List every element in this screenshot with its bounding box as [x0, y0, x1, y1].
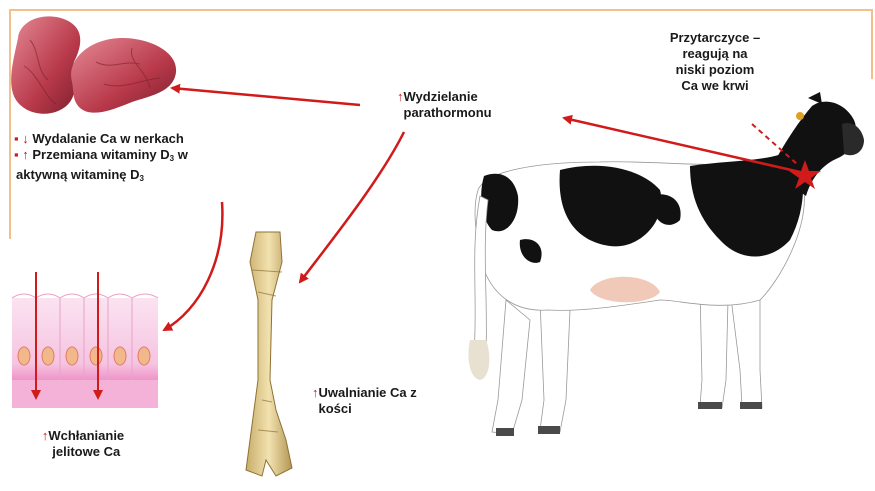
kidneys-illustration: [11, 16, 176, 113]
intestine-label: ↑Wchłanianie jelitowe Ca: [18, 428, 148, 460]
down-arrow-icon: ↓: [22, 131, 29, 146]
kidney-line-3: aktywną witaminę D3: [14, 167, 188, 187]
kidney-left: [11, 16, 80, 113]
kidney-line-1: ▪ ↓ Wydalanie Ca w nerkach: [14, 131, 188, 147]
active-vitamin-text: aktywną witaminę D: [16, 167, 140, 182]
bullet-icon: ▪: [14, 147, 19, 162]
parathormone-label: ↑Wydzielanie parathormonu: [397, 89, 492, 121]
up-arrow-icon: ↑: [22, 147, 29, 162]
intestinal-villi-illustration: [12, 294, 158, 408]
arrow-to-intestine: [164, 202, 222, 330]
cow-leg-bone-illustration: [246, 232, 292, 476]
intestine-text: Wchłanianie jelitowe Ca: [48, 428, 124, 460]
kidney-excretion-text: Wydalanie Ca w nerkach: [32, 131, 184, 146]
kidney-right: [71, 38, 176, 113]
holstein-cow-illustration: [468, 92, 864, 436]
vitamin-conversion-text-end: w: [174, 147, 188, 162]
active-vitamin-subscript: 3: [140, 174, 144, 183]
kidney-line-2: ▪ ↑ Przemiana witaminy D3 w: [14, 147, 188, 167]
bone-text: Uwalnianie Ca z kości: [319, 385, 417, 417]
arrow-to-bone: [300, 132, 404, 282]
bone-label: ↑Uwalnianie Ca z kości: [312, 385, 417, 417]
bullet-icon: ▪: [14, 131, 19, 146]
kidney-effects-label: ▪ ↓ Wydalanie Ca w nerkach ▪ ↑ Przemiana…: [14, 131, 188, 187]
parathormone-text: Wydzielanie parathormonu: [404, 89, 492, 121]
arrow-to-kidneys: [172, 88, 360, 105]
parathyroid-label: Przytarczyce – reagują na niski poziom C…: [650, 30, 780, 94]
vitamin-conversion-text: Przemiana witaminy D: [32, 147, 169, 162]
